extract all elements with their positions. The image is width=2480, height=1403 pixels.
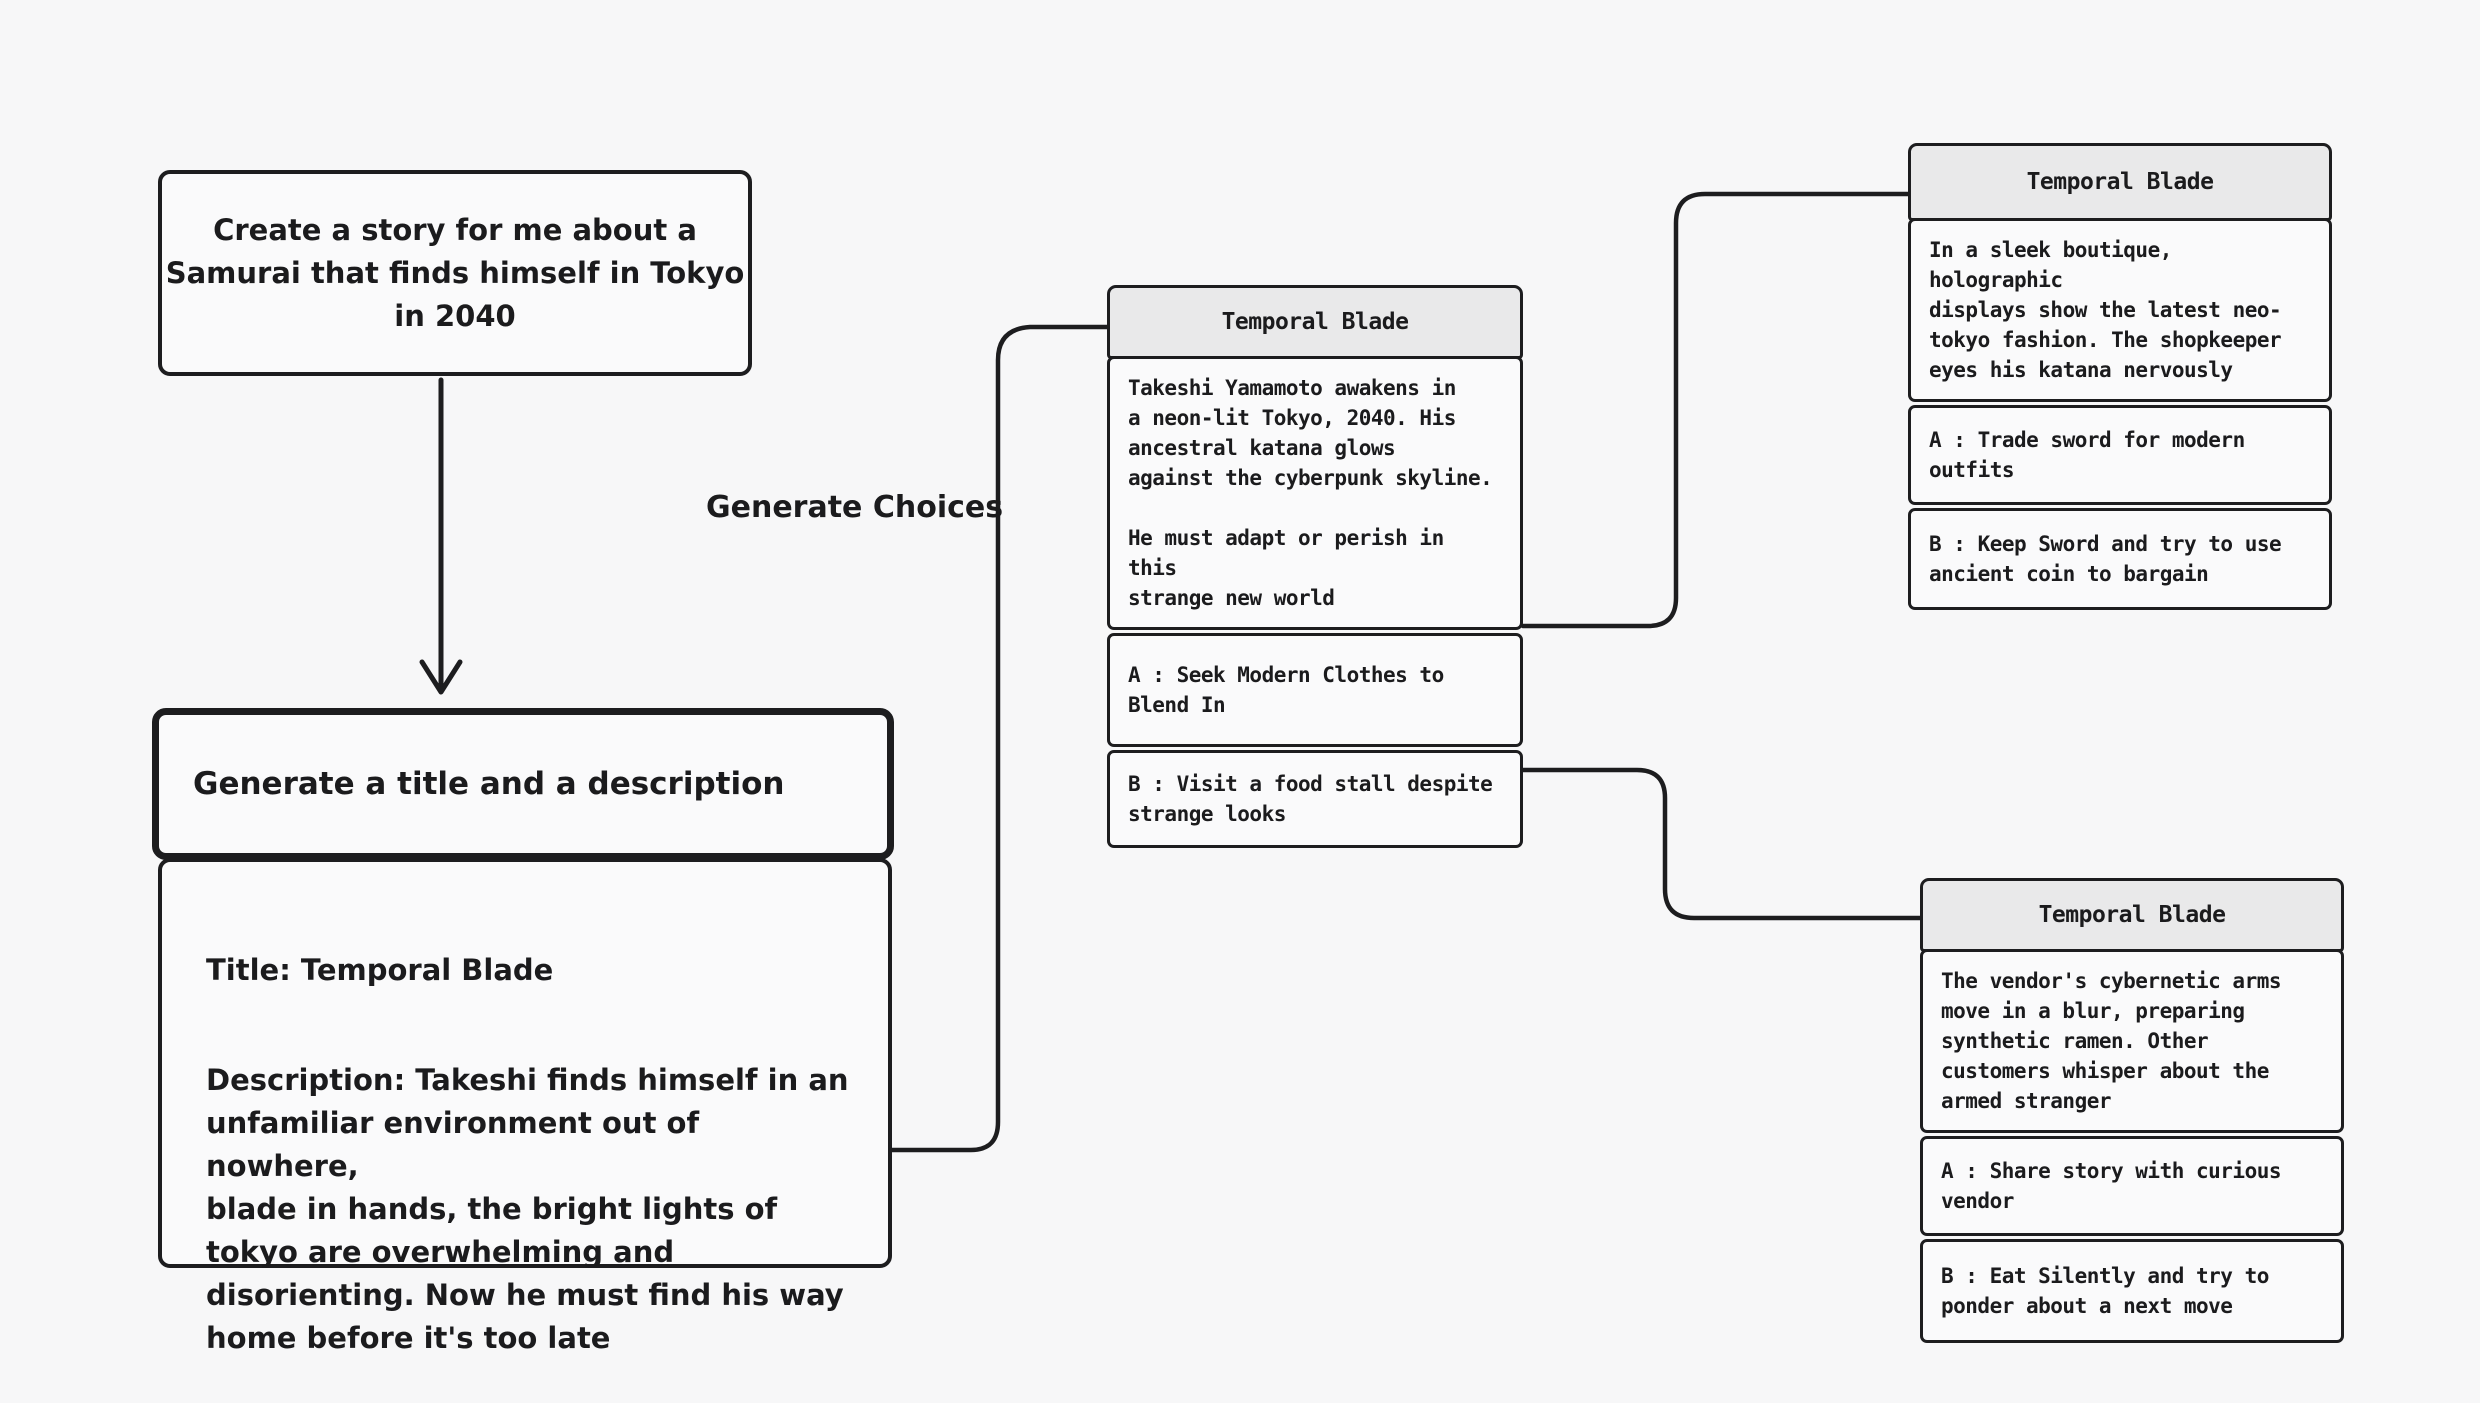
story-card-root[interactable]: Temporal Blade Takeshi Yamamoto awakens … <box>1107 285 1523 848</box>
generate-choices-label[interactable]: Generate Choices <box>706 490 1004 525</box>
story-card-choice-b-branch[interactable]: Temporal Blade The vendor's cybernetic a… <box>1920 878 2344 1343</box>
choice-b[interactable]: B : Eat Silently and try to ponder about… <box>1920 1239 2344 1343</box>
choice-b[interactable]: B : Keep Sword and try to use ancient co… <box>1908 508 2332 610</box>
prompt-node[interactable]: Create a story for me about a Samurai th… <box>158 170 752 376</box>
prompt-arrow-head[interactable] <box>419 659 463 695</box>
card-header: Temporal Blade <box>1107 285 1523 359</box>
generate-title-node[interactable]: Generate a title and a description <box>152 708 894 860</box>
card-body: In a sleek boutique, holographic display… <box>1908 218 2332 402</box>
card-body: Takeshi Yamamoto awakens in a neon-lit T… <box>1107 356 1523 630</box>
choice-a[interactable]: A : Trade sword for modern outfits <box>1908 405 2332 505</box>
connector-description-to-story-card[interactable] <box>885 324 1110 1153</box>
story-card-choice-a-branch[interactable]: Temporal Blade In a sleek boutique, holo… <box>1908 143 2332 610</box>
choice-a[interactable]: A : Share story with curious vendor <box>1920 1136 2344 1236</box>
generate-title-label: Generate a title and a description <box>193 766 785 802</box>
description-node[interactable]: Title: Temporal Blade Description: Takes… <box>158 858 892 1355</box>
choice-b[interactable]: B : Visit a food stall despite strange l… <box>1107 750 1523 848</box>
story-description-text: Description: Takeshi finds himself in an… <box>206 1063 849 1355</box>
card-body: The vendor's cybernetic arms move in a b… <box>1920 949 2344 1133</box>
card-header: Temporal Blade <box>1920 878 2344 952</box>
choice-a[interactable]: A : Seek Modern Clothes to Blend In <box>1107 633 1523 747</box>
prompt-text: Create a story for me about a Samurai th… <box>165 212 745 333</box>
card-header: Temporal Blade <box>1908 143 2332 221</box>
connector-choice-b-to-card[interactable] <box>1520 767 1923 921</box>
story-title-line: Title: Temporal Blade <box>206 953 554 987</box>
connector-choice-a-to-card[interactable] <box>1520 191 1911 629</box>
